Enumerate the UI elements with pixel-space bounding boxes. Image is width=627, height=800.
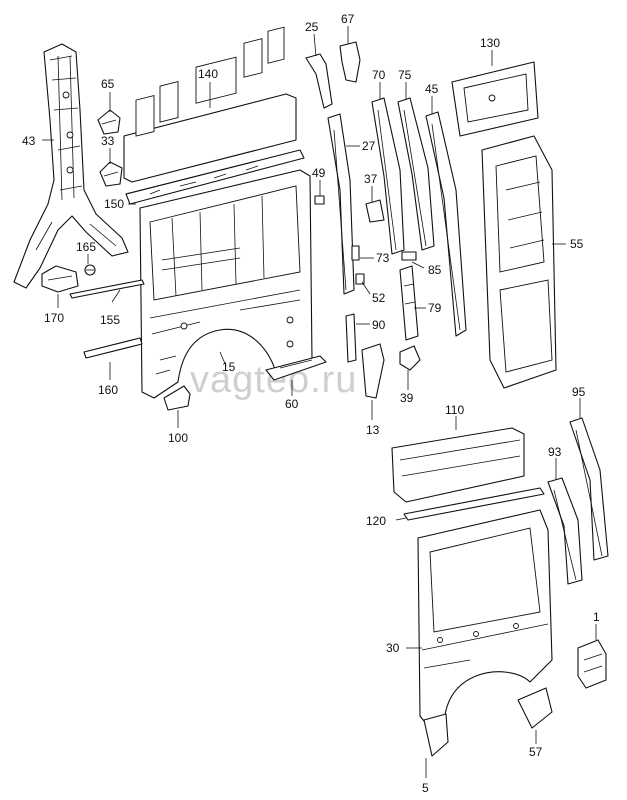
callout-150[interactable]: 150 bbox=[104, 197, 124, 211]
callout-160[interactable]: 160 bbox=[98, 383, 118, 397]
part-30-lower-panel[interactable] bbox=[417, 509, 553, 727]
callout-25[interactable]: 25 bbox=[305, 20, 319, 34]
part-130-window-panel[interactable] bbox=[451, 61, 539, 137]
callout-15[interactable]: 15 bbox=[222, 360, 236, 374]
part-60-plate[interactable] bbox=[265, 355, 327, 381]
part-120-rail[interactable] bbox=[403, 487, 545, 521]
callout-75[interactable]: 75 bbox=[398, 68, 412, 82]
callout-79[interactable]: 79 bbox=[428, 301, 442, 315]
part-27-strip[interactable] bbox=[327, 113, 355, 295]
callout-60[interactable]: 60 bbox=[285, 397, 299, 411]
callout-140[interactable]: 140 bbox=[198, 67, 218, 81]
part-1-bracket[interactable] bbox=[577, 639, 607, 689]
part-79-bracket[interactable] bbox=[399, 265, 419, 341]
part-90-bracket[interactable] bbox=[345, 313, 357, 363]
callout-93[interactable]: 93 bbox=[548, 445, 562, 459]
callout-49[interactable]: 49 bbox=[312, 166, 326, 180]
part-55-rear-panel[interactable] bbox=[481, 135, 557, 389]
part-85-clip[interactable] bbox=[401, 251, 417, 261]
callout-52[interactable]: 52 bbox=[372, 291, 386, 305]
part-100-bracket[interactable] bbox=[163, 385, 191, 411]
part-70-strip[interactable] bbox=[371, 97, 405, 255]
part-5-bracket[interactable] bbox=[423, 713, 449, 757]
part-165-bolt[interactable] bbox=[84, 264, 96, 276]
part-95-pillar[interactable] bbox=[569, 417, 609, 561]
callout-95[interactable]: 95 bbox=[572, 385, 586, 399]
callout-55[interactable]: 55 bbox=[570, 237, 584, 251]
callout-13[interactable]: 13 bbox=[366, 423, 380, 437]
callout-30[interactable]: 30 bbox=[386, 641, 400, 655]
callout-45[interactable]: 45 bbox=[425, 82, 439, 96]
part-45-strip[interactable] bbox=[425, 111, 467, 337]
callout-120[interactable]: 120 bbox=[366, 514, 386, 528]
part-93-pillar[interactable] bbox=[547, 477, 583, 585]
callout-labels: 43 65 140 25 67 70 75 130 45 33 27 49 37… bbox=[22, 12, 600, 795]
callout-100[interactable]: 100 bbox=[168, 431, 188, 445]
part-150-strip[interactable] bbox=[125, 149, 305, 205]
part-52-clip[interactable] bbox=[355, 273, 365, 285]
callout-90[interactable]: 90 bbox=[372, 318, 386, 332]
callout-170[interactable]: 170 bbox=[44, 311, 64, 325]
callout-110[interactable]: 110 bbox=[445, 403, 464, 417]
callout-33[interactable]: 33 bbox=[101, 134, 115, 148]
part-65-bracket[interactable] bbox=[97, 109, 121, 135]
callout-130[interactable]: 130 bbox=[480, 36, 500, 50]
leader-lines bbox=[42, 26, 597, 778]
callout-1[interactable]: 1 bbox=[593, 610, 600, 624]
part-170-latch[interactable] bbox=[41, 265, 79, 293]
part-49-clip[interactable] bbox=[314, 195, 325, 205]
callout-57[interactable]: 57 bbox=[529, 745, 543, 759]
callout-5[interactable]: 5 bbox=[422, 781, 429, 795]
callout-37[interactable]: 37 bbox=[364, 172, 378, 186]
callout-27[interactable]: 27 bbox=[362, 139, 376, 153]
callout-73[interactable]: 73 bbox=[376, 251, 390, 265]
callout-67[interactable]: 67 bbox=[341, 12, 355, 26]
part-67-bracket[interactable] bbox=[339, 41, 361, 83]
part-33-bracket[interactable] bbox=[99, 161, 123, 187]
part-73-clip[interactable] bbox=[351, 245, 360, 261]
callout-39[interactable]: 39 bbox=[400, 391, 414, 405]
part-25-bracket[interactable] bbox=[305, 53, 333, 109]
callout-65[interactable]: 65 bbox=[101, 77, 115, 91]
part-140-upper-panel[interactable] bbox=[123, 26, 297, 183]
part-155-seal[interactable] bbox=[69, 279, 145, 299]
part-160-rail[interactable] bbox=[83, 337, 143, 359]
part-13-bracket[interactable] bbox=[361, 343, 385, 399]
part-39-bracket[interactable] bbox=[399, 345, 421, 371]
callout-70[interactable]: 70 bbox=[372, 68, 386, 82]
callout-85[interactable]: 85 bbox=[428, 263, 442, 277]
part-43-pillar[interactable] bbox=[13, 43, 129, 289]
part-57-bracket[interactable] bbox=[517, 687, 553, 729]
part-15-side-panel[interactable] bbox=[139, 169, 313, 399]
part-110-roof-strip[interactable] bbox=[391, 427, 525, 503]
callout-155[interactable]: 155 bbox=[100, 313, 120, 327]
part-75-strip[interactable] bbox=[397, 97, 435, 251]
part-37-plate[interactable] bbox=[365, 199, 385, 223]
callout-165[interactable]: 165 bbox=[76, 240, 96, 254]
callout-43[interactable]: 43 bbox=[22, 134, 36, 148]
